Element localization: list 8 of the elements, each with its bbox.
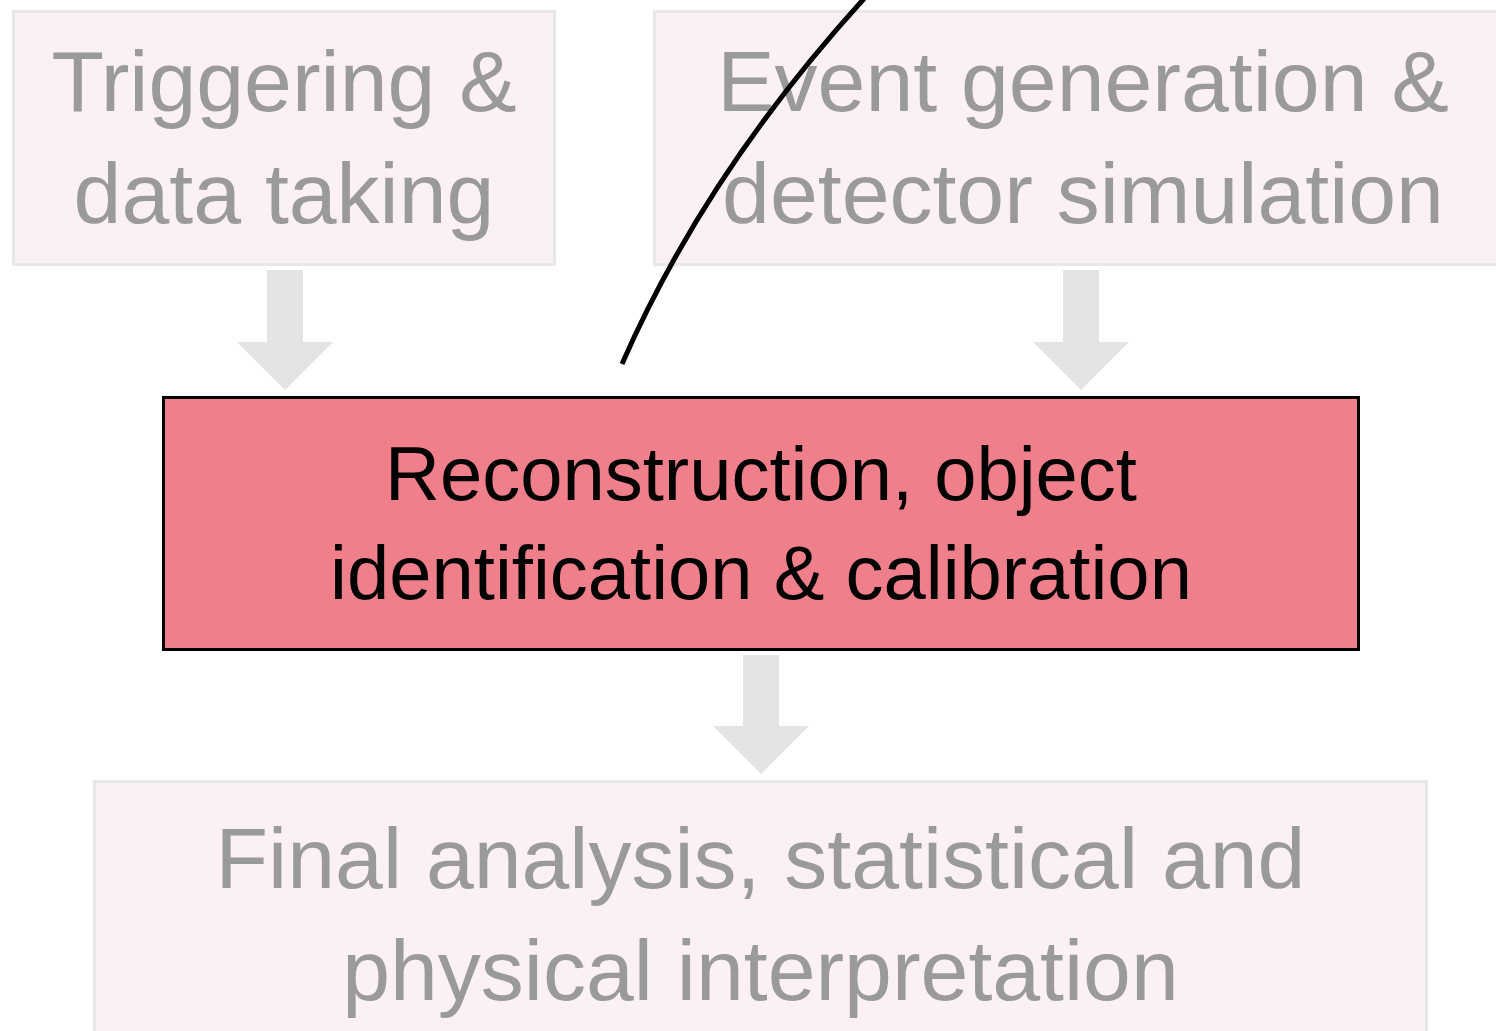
process-box (162, 396, 1360, 651)
box-label: Triggering & data taking (50, 32, 518, 243)
box-label: Final analysis, statistical and physical interpretation (214, 809, 1307, 1020)
block-arrow (713, 655, 809, 774)
block-arrow (237, 270, 333, 390)
box-label: Reconstruction, object identification & calibration (329, 429, 1193, 617)
process-box (653, 10, 1496, 266)
block-arrow (1033, 270, 1129, 390)
